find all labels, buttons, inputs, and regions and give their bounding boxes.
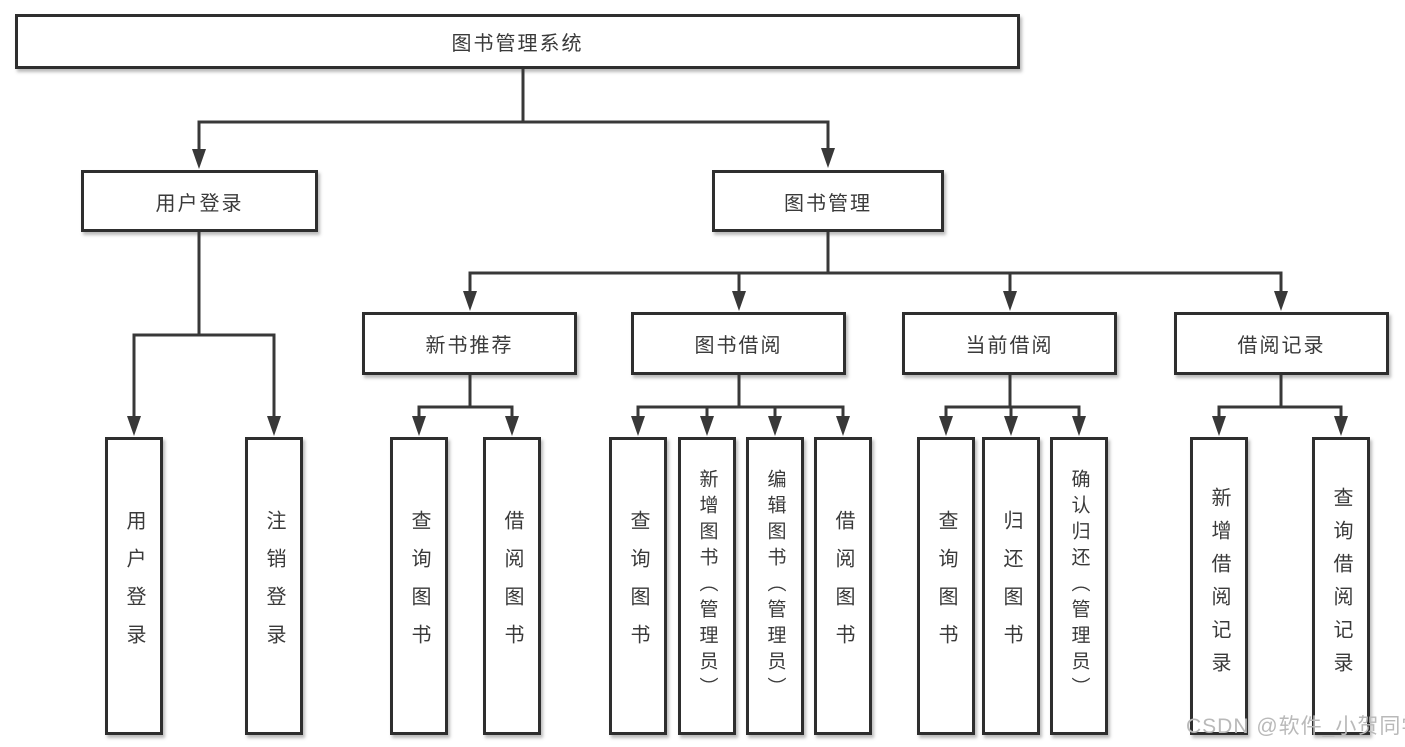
arrow-down-icon [1334,416,1348,436]
arrow-down-icon [1212,416,1226,436]
node-label: 用户登录 [123,510,145,662]
node-root: 图书管理系统 [15,14,1020,69]
leaf-query-books: 查询图书 [609,437,667,735]
leaf-user-login: 用户登录 [105,437,163,735]
node-label: 查询借阅记录 [1330,487,1352,685]
leaf-query-books: 查询图书 [390,437,448,735]
arrow-down-icon [1072,416,1086,436]
node-label: 借阅图书 [832,510,854,662]
arrow-down-icon [631,416,645,436]
arrow-down-icon [939,416,953,436]
node-book-borrowing: 图书借阅 [631,312,846,375]
leaf-borrow-books: 借阅图书 [483,437,541,735]
node-label: 新增图书（管理员） [696,469,718,703]
arrow-down-icon [505,416,519,436]
arrow-down-icon [836,416,850,436]
node-label: 查询图书 [627,510,649,662]
node-label: 确认归还（管理员） [1068,469,1090,703]
node-label: 新书推荐 [425,335,514,357]
node-label: 当前借阅 [965,335,1054,357]
arrow-down-icon [700,416,714,436]
node-label: 编辑图书（管理员） [764,469,786,703]
csdn-watermark: CSDN @软件_小贺同学 [1186,715,1405,738]
leaf-add-books-admin: 新增图书（管理员） [678,437,736,735]
node-label: 归还图书 [1000,510,1022,662]
node-label: 用户登录 [155,192,244,215]
arrow-down-icon [768,416,782,436]
node-label: 借阅图书 [501,510,523,662]
arrow-down-icon [412,416,426,436]
node-label: 查询图书 [935,510,957,662]
arrow-down-icon [463,291,477,311]
leaf-query-books: 查询图书 [917,437,975,735]
node-label: 图书管理 [784,192,872,215]
node-label: 借阅记录 [1237,335,1326,357]
leaf-confirm-return-admin: 确认归还（管理员） [1050,437,1108,735]
node-label: 图书借阅 [694,335,783,357]
leaf-logout: 注销登录 [245,437,303,735]
leaf-borrow-books: 借阅图书 [814,437,872,735]
node-user-login: 用户登录 [81,170,318,232]
leaf-edit-books-admin: 编辑图书（管理员） [746,437,804,735]
leaf-add-borrow-record: 新增借阅记录 [1190,437,1248,735]
arrow-down-icon [1004,416,1018,436]
node-current-borrowing: 当前借阅 [902,312,1117,375]
arrow-down-icon [267,416,281,436]
leaf-query-borrow-record: 查询借阅记录 [1312,437,1370,735]
node-label: 新增借阅记录 [1208,487,1230,685]
node-label: 注销登录 [263,510,285,662]
node-label: 图书管理系统 [451,33,584,55]
arrow-down-icon [1274,291,1288,311]
node-borrowing-records: 借阅记录 [1174,312,1389,375]
node-new-book-recommend: 新书推荐 [362,312,577,375]
arrow-down-icon [821,148,835,168]
node-book-management: 图书管理 [712,170,944,232]
node-label: 查询图书 [408,510,430,662]
arrow-down-icon [127,416,141,436]
arrow-down-icon [1003,291,1017,311]
arrow-down-icon [732,291,746,311]
leaf-return-books: 归还图书 [982,437,1040,735]
arrow-down-icon [192,149,206,169]
